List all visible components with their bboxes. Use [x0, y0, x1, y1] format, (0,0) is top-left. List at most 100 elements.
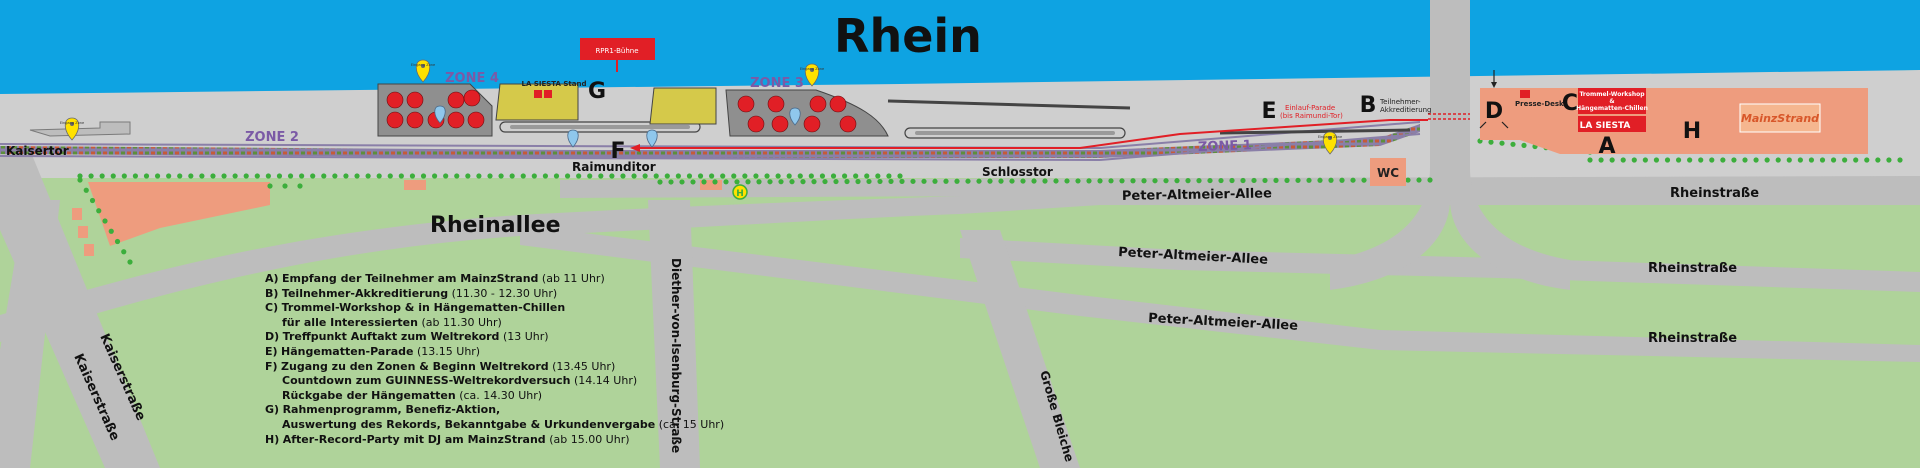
wc-building: [1370, 158, 1406, 186]
tree-dot: [830, 173, 837, 179]
tree-dot: [102, 218, 108, 224]
workshop-label-3: Hängematten-Chillen: [1576, 105, 1648, 112]
workshop-label-2: &: [1609, 98, 1614, 105]
tree-dot: [642, 173, 648, 179]
tree-dot: [797, 173, 803, 179]
tree-dot: [855, 178, 861, 185]
street-rheinstrasse-2: Rheinstraße: [1648, 261, 1737, 276]
tree-dot: [587, 173, 593, 179]
tree-dot: [609, 173, 615, 179]
tree-dot: [899, 178, 905, 184]
tree-dot: [819, 173, 826, 179]
tree-dot: [365, 173, 371, 179]
tree-dot: [114, 238, 121, 245]
tree-dot: [1886, 157, 1892, 163]
legend-item: D) Treffpunkt Auftakt zum Weltrekord (13…: [265, 330, 549, 344]
tree-dot: [1053, 178, 1059, 184]
tree-dot: [282, 183, 288, 189]
bus-stop-icon: [732, 184, 748, 200]
letter-b: B: [1360, 93, 1377, 118]
tree-dot: [1786, 157, 1792, 163]
tree-dot: [921, 178, 927, 184]
tree-dot: [1731, 157, 1737, 163]
tree-dot: [1598, 157, 1604, 163]
tree-dot: [833, 178, 839, 185]
tree-dot: [143, 173, 150, 179]
tree-dot: [1808, 157, 1815, 163]
tree-dot: [154, 173, 161, 179]
tree-dot: [96, 208, 102, 214]
tree-dot: [653, 173, 659, 179]
bus-stop-label: H: [736, 189, 744, 199]
tree-dot: [287, 173, 294, 179]
tree-dot: [199, 173, 205, 179]
tree-dot: [1185, 178, 1191, 184]
tree-dot: [866, 178, 872, 185]
tree-dot: [520, 173, 526, 179]
tree-dot: [1295, 177, 1301, 183]
tree-dot: [1742, 157, 1748, 163]
tree-dot: [1240, 177, 1246, 184]
zone-3-label: ZONE 3: [750, 76, 804, 91]
legend-subitem: für alle Interessierten (ab 11.30 Uhr): [282, 315, 502, 329]
tree-dot: [690, 179, 696, 185]
tree-dot: [121, 249, 127, 255]
tree-dot: [1488, 139, 1494, 145]
hammock-circles-zone-3: [737, 95, 857, 133]
tree-dot: [77, 173, 83, 179]
tree-dot: [110, 173, 116, 179]
tree-dot: [465, 173, 471, 179]
tree-dot: [276, 173, 283, 179]
tree-dot: [1797, 157, 1803, 163]
tree-dot: [454, 173, 460, 179]
tree-dot: [620, 173, 626, 179]
tree-dot: [1631, 157, 1637, 163]
tree-dot: [734, 179, 740, 185]
legend-subitem: Rückgabe der Hängematten (ca. 14.30 Uhr): [282, 388, 543, 402]
letter-h: H: [1683, 119, 1701, 144]
parking-area: [88, 182, 270, 246]
presse-desk-icon: [1520, 90, 1530, 98]
legend-subitem: Countdown zum GUINNESS-Weltrekordversuch…: [282, 374, 638, 388]
rpr1-stage: [580, 38, 655, 60]
tree-dot: [786, 173, 792, 179]
pin-label: Eingang Zone: [800, 67, 824, 71]
accreditation-label-2: Akkreditierung: [1380, 106, 1432, 114]
tree-dot: [431, 173, 438, 179]
tree-dot: [166, 173, 172, 179]
river-label: Rhein: [834, 9, 982, 63]
tree-dot: [764, 173, 770, 179]
legend-item: F) Zugang zu den Zonen & Beginn Weltreko…: [265, 359, 616, 373]
tree-dot: [398, 173, 404, 179]
tree-dot: [998, 178, 1004, 184]
tree-dot: [1687, 157, 1693, 163]
tree-dot: [121, 173, 127, 179]
event-strip: [0, 124, 1420, 158]
wc-label: WC: [1377, 166, 1399, 180]
tree-dot: [1262, 177, 1268, 184]
letter-d: D: [1485, 99, 1503, 124]
tree-dot: [686, 173, 693, 179]
tree-dot: [210, 173, 216, 179]
tree-dot: [1853, 157, 1859, 163]
tree-dot: [756, 179, 762, 185]
tree-dot: [875, 173, 881, 179]
tree-dot: [1675, 157, 1682, 163]
tree-dot: [598, 173, 604, 179]
tree-dot: [265, 173, 271, 179]
tree-dot: [720, 173, 726, 179]
tree-dot: [88, 173, 94, 179]
tree-dot: [1764, 157, 1770, 163]
building: [915, 131, 1115, 135]
la-siesta-stand-label: LA SIESTA Stand: [522, 80, 587, 88]
tree-dot: [1521, 142, 1527, 148]
tree-dot: [553, 173, 560, 179]
tree-dot: [531, 173, 537, 179]
tree-dot: [789, 179, 795, 185]
tree-dot: [1897, 157, 1903, 163]
legend-item: E) Hängematten-Parade (13.15 Uhr): [265, 344, 481, 358]
tree-dot: [509, 173, 515, 179]
tree-dot: [712, 179, 718, 185]
pin-label: Eingang Zone: [1318, 135, 1342, 139]
